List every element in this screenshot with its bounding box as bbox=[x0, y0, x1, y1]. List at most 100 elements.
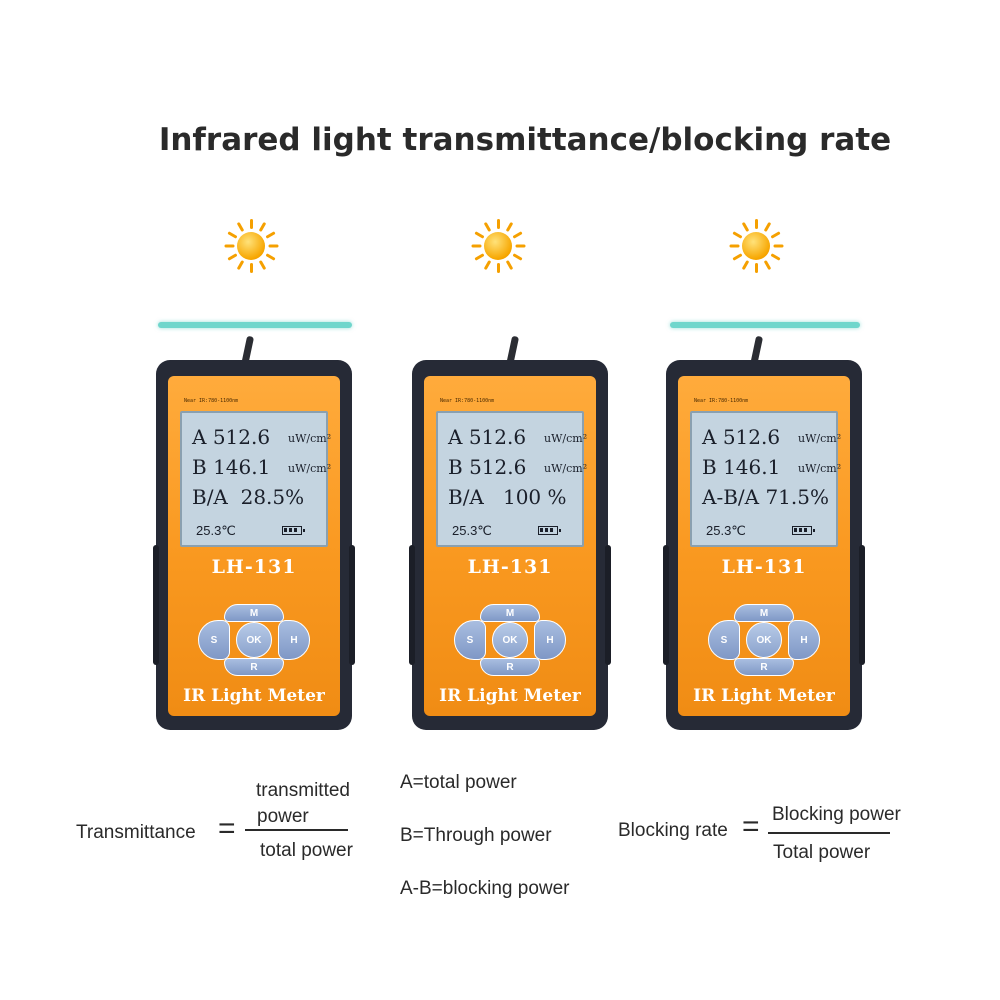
keypad: M S H R OK bbox=[708, 604, 820, 676]
row2-unit: uW/cm² bbox=[544, 462, 588, 475]
legend-ab: A-B=blocking power bbox=[400, 878, 570, 899]
film-strip bbox=[670, 322, 860, 328]
spec-label: Near IR:780-1100nm bbox=[694, 398, 749, 404]
blocking-numerator: Blocking power bbox=[772, 804, 901, 825]
transmittance-denominator: total power bbox=[260, 840, 353, 861]
sun-ray bbox=[505, 221, 514, 233]
sun-ray bbox=[497, 263, 500, 273]
transmittance-equals: = bbox=[218, 812, 236, 845]
ok-button[interactable]: OK bbox=[236, 622, 272, 658]
r-button[interactable]: R bbox=[480, 658, 540, 676]
row3-value: 100 % bbox=[502, 485, 567, 509]
blocking-rate-label: Blocking rate bbox=[618, 820, 728, 841]
sun-ray bbox=[224, 244, 235, 248]
sun-ray bbox=[773, 244, 784, 248]
sun-ray bbox=[755, 219, 758, 229]
sun-ray bbox=[497, 219, 500, 229]
row1-unit: uW/cm² bbox=[288, 432, 332, 445]
row2-label: B bbox=[702, 455, 717, 479]
blocking-denominator: Total power bbox=[773, 842, 871, 863]
row3-label: A-B/A bbox=[702, 485, 760, 509]
film-strip bbox=[158, 322, 352, 328]
legend-a: A=total power bbox=[400, 772, 517, 793]
brand-label: IR Light Meter bbox=[439, 686, 581, 706]
sun-ray bbox=[770, 231, 781, 239]
s-button[interactable]: S bbox=[198, 620, 230, 660]
s-button[interactable]: S bbox=[454, 620, 486, 660]
sun-ray bbox=[483, 259, 492, 271]
sun-ray bbox=[236, 221, 245, 233]
sun-ray bbox=[227, 253, 238, 261]
sun-ray bbox=[729, 244, 740, 248]
sun-ray bbox=[268, 244, 279, 248]
sun-ray bbox=[741, 221, 750, 233]
sun-ray bbox=[512, 253, 523, 261]
sun-ray bbox=[512, 231, 523, 239]
row2-label: B bbox=[192, 455, 207, 479]
spec-label: Near IR:780-1100nm bbox=[184, 398, 239, 404]
m-button[interactable]: M bbox=[224, 604, 284, 622]
row1-unit: uW/cm² bbox=[544, 432, 588, 445]
r-button[interactable]: R bbox=[224, 658, 284, 676]
sun-ray bbox=[258, 259, 267, 271]
sun-ray bbox=[250, 219, 253, 229]
sun-ray bbox=[763, 259, 772, 271]
legend-b: B=Through power bbox=[400, 825, 552, 846]
keypad: M S H R OK bbox=[454, 604, 566, 676]
sun-icon bbox=[728, 218, 784, 274]
row1-label: A bbox=[448, 425, 463, 449]
m-button[interactable]: M bbox=[734, 604, 794, 622]
temperature-readout: 25.3℃ bbox=[706, 523, 746, 538]
sun-ray bbox=[741, 259, 750, 271]
sun-ray bbox=[515, 244, 526, 248]
r-button[interactable]: R bbox=[734, 658, 794, 676]
temperature-readout: 25.3℃ bbox=[196, 523, 236, 538]
h-button[interactable]: H bbox=[788, 620, 820, 660]
row1-unit: uW/cm² bbox=[798, 432, 842, 445]
sun-ray bbox=[250, 263, 253, 273]
battery-icon bbox=[538, 526, 561, 535]
sun-ray bbox=[732, 253, 743, 261]
sun-ray bbox=[505, 259, 514, 271]
temperature-readout: 25.3℃ bbox=[452, 523, 492, 538]
h-button[interactable]: H bbox=[278, 620, 310, 660]
sun-ray bbox=[236, 259, 245, 271]
transmittance-numerator: transmitted bbox=[256, 780, 350, 801]
sun-ray bbox=[483, 221, 492, 233]
row2-value: 146.1 bbox=[213, 455, 271, 479]
row1-value: 512.6 bbox=[468, 425, 527, 449]
row3-value: 28.5% bbox=[240, 485, 305, 509]
battery-icon bbox=[282, 526, 305, 535]
row3-label: B/A bbox=[192, 485, 228, 509]
model-name: LH-131 bbox=[211, 556, 297, 578]
blocking-equals: = bbox=[742, 810, 760, 843]
row3-value: 71.5% bbox=[765, 485, 829, 509]
spec-label: Near IR:780-1100nm bbox=[440, 398, 495, 404]
sun-ray bbox=[474, 231, 485, 239]
h-button[interactable]: H bbox=[534, 620, 566, 660]
s-button[interactable]: S bbox=[708, 620, 740, 660]
model-name: LH-131 bbox=[721, 556, 807, 578]
brand-label: IR Light Meter bbox=[693, 686, 835, 706]
sun-icon bbox=[223, 218, 279, 274]
sun-ray bbox=[265, 253, 276, 261]
ok-button[interactable]: OK bbox=[492, 622, 528, 658]
row2-value: 512.6 bbox=[469, 455, 527, 479]
row2-unit: uW/cm² bbox=[798, 462, 842, 475]
sun-ray bbox=[471, 244, 482, 248]
keypad: M S H R OK bbox=[198, 604, 310, 676]
m-button[interactable]: M bbox=[480, 604, 540, 622]
row1-label: A bbox=[702, 425, 717, 449]
sun-ray bbox=[763, 221, 772, 233]
sun-ray bbox=[265, 231, 276, 239]
row1-value: 512.6 bbox=[722, 425, 781, 449]
sun-ray bbox=[770, 253, 781, 261]
ok-button[interactable]: OK bbox=[746, 622, 782, 658]
